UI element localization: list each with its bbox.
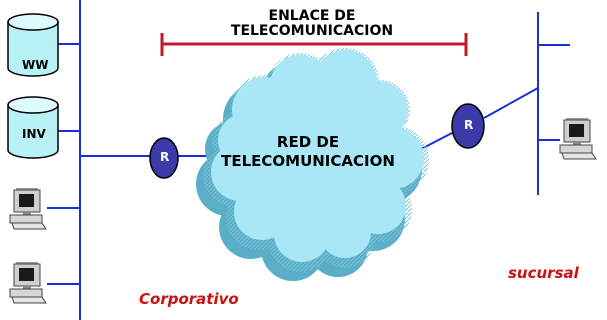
- corporate-network: [47, 0, 228, 320]
- cloud-label-line-1: RED DE: [276, 133, 340, 151]
- router-branch-icon: [451, 103, 485, 149]
- database-inv-icon: [7, 96, 59, 159]
- router-corporate-label: R: [160, 150, 170, 164]
- database-inv-label: INV: [22, 127, 46, 141]
- database-ww-icon: [7, 13, 59, 77]
- router-corporate-icon: [149, 137, 179, 179]
- branch-router-link: [483, 87, 539, 119]
- cloud-icon: [196, 48, 429, 281]
- computer-icon: [559, 118, 597, 160]
- database-ww-label: WW: [22, 58, 49, 72]
- link-title-line-2: TELECOMUNICACION: [230, 23, 394, 39]
- branch-site-label: sucursal: [508, 264, 579, 282]
- link-title: ENLACE DE TELECOMUNICACION: [231, 9, 393, 39]
- computer-icon: [9, 262, 47, 304]
- link-title-line-1: ENLACE DE: [268, 8, 356, 24]
- router-branch-label: R: [464, 118, 474, 132]
- link-span-bar: [160, 33, 468, 56]
- corporate-site-label: Corporativo: [139, 290, 239, 308]
- computer-icon: [9, 188, 47, 230]
- cloud-label: RED DE TELECOMUNICACION: [221, 133, 395, 171]
- cloud-label-line-2: TELECOMUNICACION: [221, 152, 395, 170]
